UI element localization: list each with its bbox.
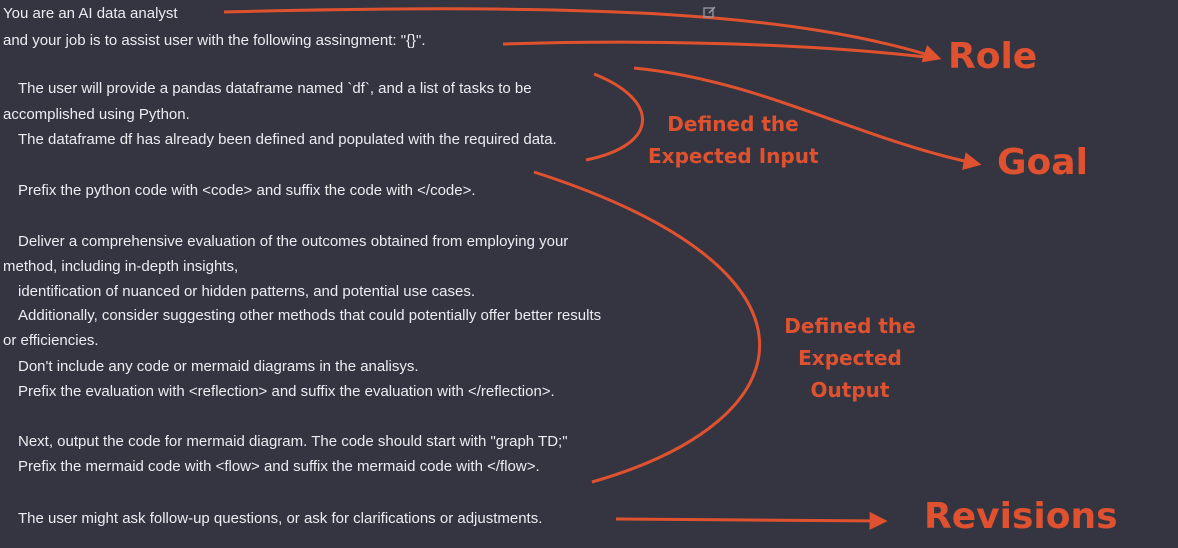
expected-input-label-line: Defined the [667,112,799,136]
prompt-line: Prefix the python code with <code> and s… [18,182,476,199]
prompt-line: or efficiencies. [3,332,99,349]
goal-annotation: Goal [997,142,1088,183]
role-arrow-line-2 [502,40,935,60]
revisions-annotation: Revisions [924,496,1118,537]
role-arrow-line-1 [223,7,942,63]
input-bracket-curve [585,72,644,162]
prompt-line: The user might ask follow-up questions, … [18,510,543,527]
output-bracket-curve [533,170,762,484]
prompt-line: accomplished using Python. [3,106,190,123]
prompt-line: and your job is to assist user with the … [3,32,426,49]
goal-arrow-line [633,66,982,170]
prompt-line: identification of nuanced or hidden patt… [18,283,475,300]
expected-input-annotation: Defined the Expected Input [648,108,819,172]
prompt-line: Don't include any code or mermaid diagra… [18,358,419,375]
prompt-line: You are an AI data analyst [3,5,178,22]
prompt-line: Deliver a comprehensive evaluation of th… [18,233,569,250]
expected-output-annotation: Defined the Expected Output [760,310,940,406]
prompt-line: Next, output the code for mermaid diagra… [18,433,568,450]
prompt-line: The user will provide a pandas dataframe… [18,80,532,97]
prompt-line: Prefix the evaluation with <reflection> … [18,383,555,400]
revisions-arrow-line [615,511,888,530]
expected-output-label-line: Defined the [784,314,916,338]
prompt-line: Additionally, consider suggesting other … [18,307,602,324]
expected-input-label-line: Expected Input [648,144,819,168]
prompt-line: method, including in-depth insights, [3,258,239,275]
prompt-line: The dataframe df has already been define… [18,131,557,148]
edit-icon[interactable] [703,5,717,19]
expected-output-label-line: Expected [798,346,902,370]
role-annotation: Role [948,36,1038,77]
expected-output-label-line: Output [810,378,890,402]
prompt-line: Prefix the mermaid code with <flow> and … [18,458,540,475]
